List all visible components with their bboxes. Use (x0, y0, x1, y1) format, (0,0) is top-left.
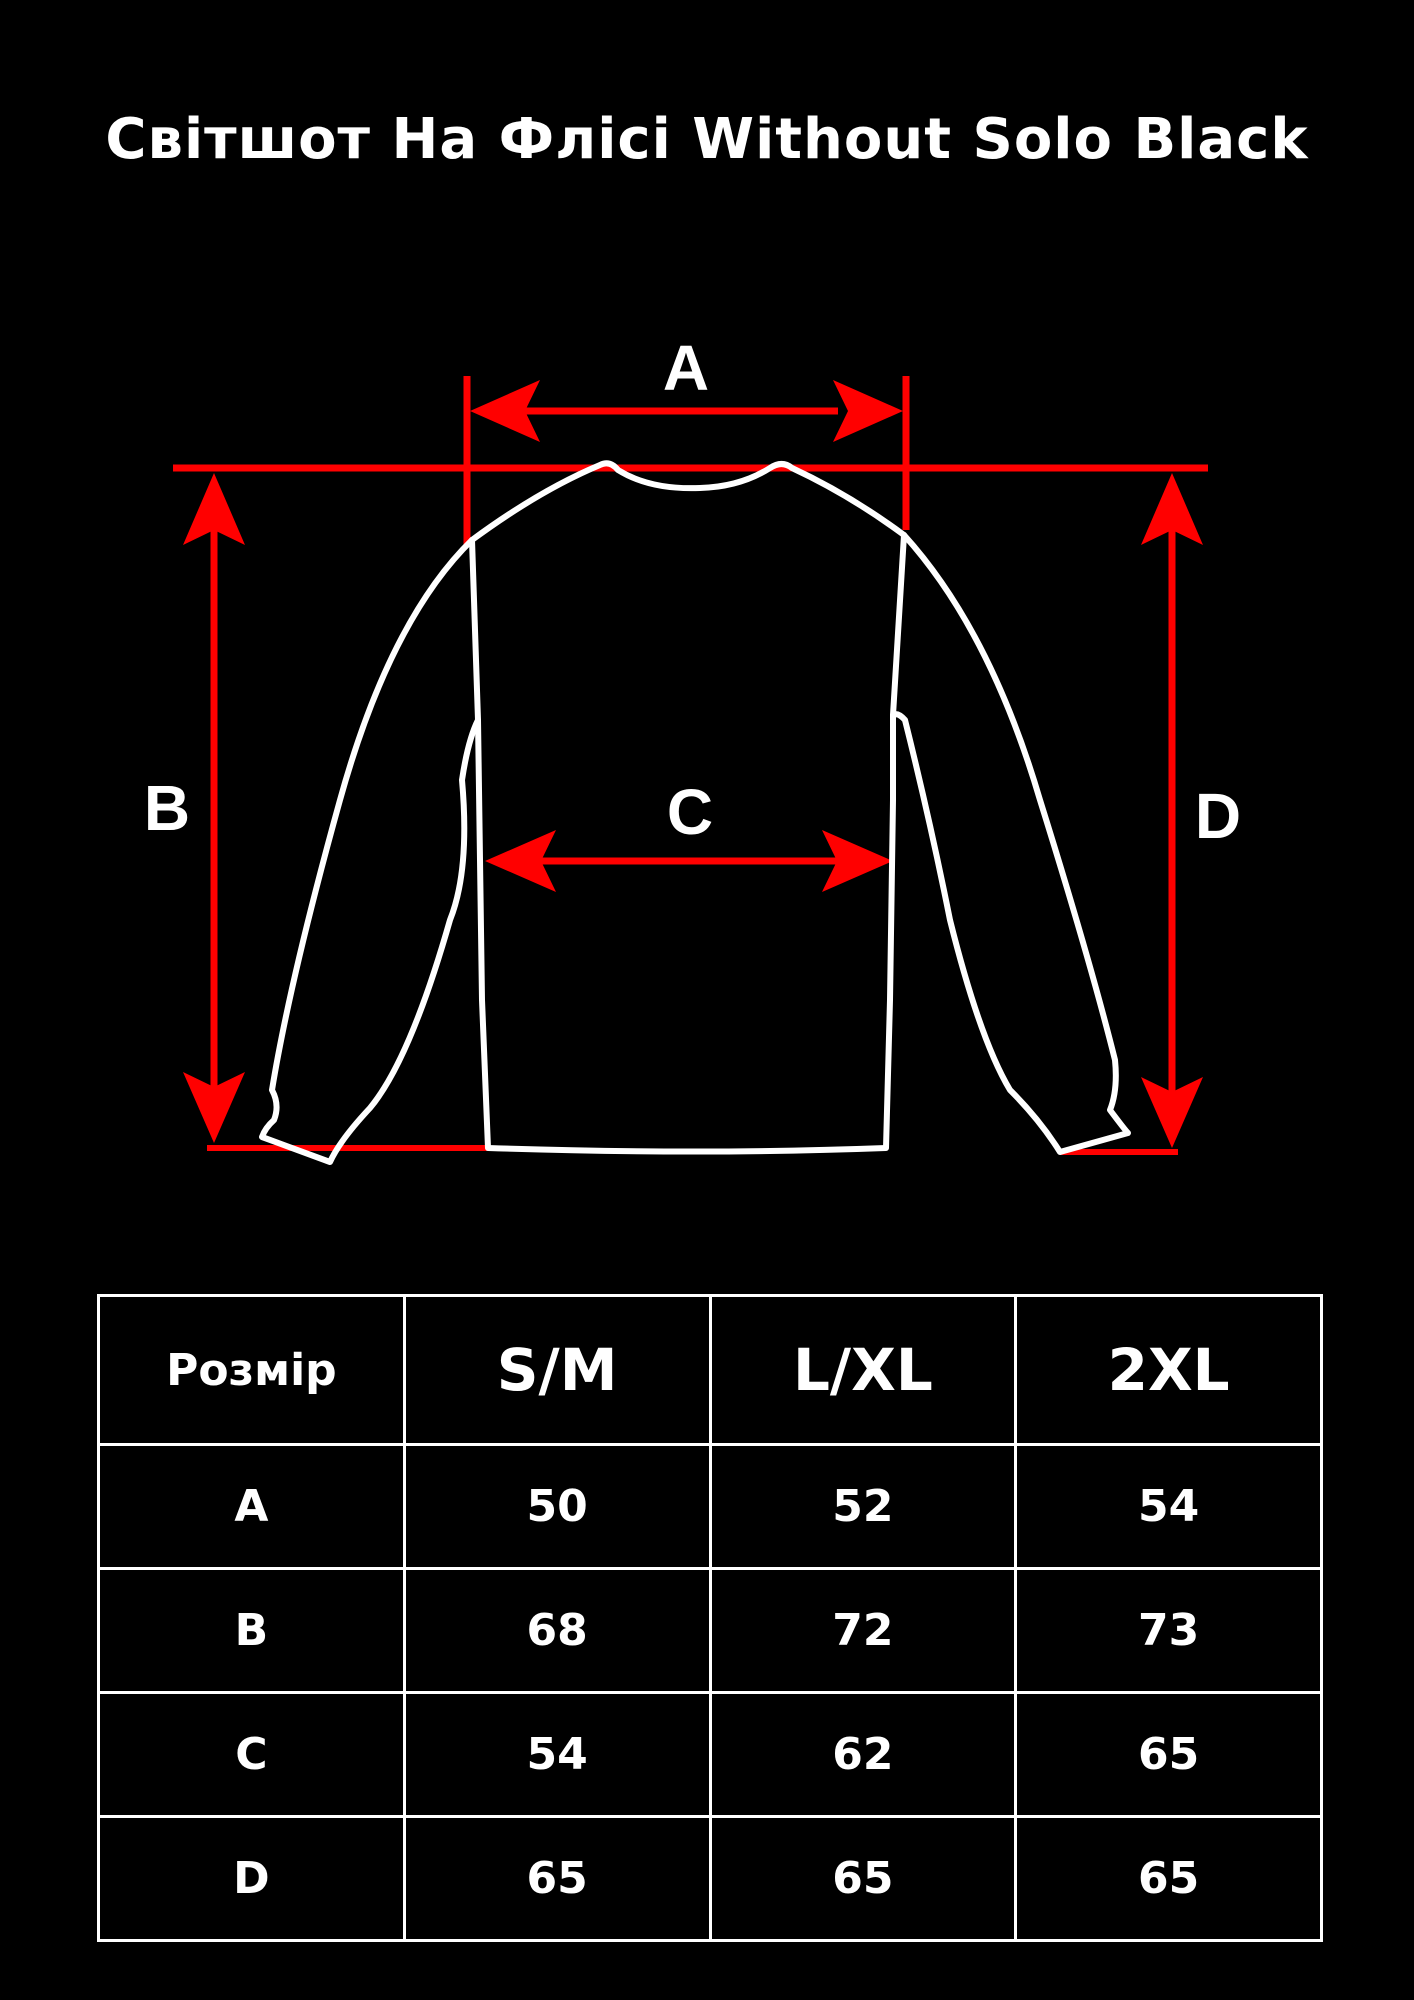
label-b: B (144, 772, 190, 844)
header-s-m: S/M (402, 1294, 712, 1446)
table-cell: 65 (708, 1815, 1018, 1942)
page-title: Світшот На Флісі Without Solo Black (105, 107, 1309, 172)
measurement-diagram: A B C D (144, 332, 1241, 1165)
table-cell: 52 (708, 1443, 1018, 1570)
size-table: Розмір S/M L/XL 2XL A 50 52 54 B 68 72 7… (97, 1294, 1323, 1942)
sweatshirt-outline (259, 460, 1131, 1165)
table-cell: 62 (708, 1691, 1018, 1818)
table-cell: 65 (1014, 1691, 1323, 1818)
table-cell: 54 (1014, 1443, 1323, 1570)
label-a: A (663, 332, 709, 404)
dimension-c-arrow (485, 830, 893, 892)
dimension-d-arrow (1141, 473, 1203, 1148)
table-cell: 73 (1014, 1567, 1323, 1694)
table-header-row: Розмір S/M L/XL 2XL (97, 1294, 1323, 1446)
label-c: C (667, 776, 713, 848)
header-l-xl: L/XL (708, 1294, 1018, 1446)
table-cell: 65 (1014, 1815, 1323, 1942)
table-cell: 54 (402, 1691, 712, 1818)
header-2xl: 2XL (1014, 1294, 1323, 1446)
dimension-a-arrow (470, 380, 903, 442)
table-row: A 50 52 54 (97, 1443, 1323, 1570)
row-label: C (97, 1691, 406, 1818)
table-row: C 54 62 65 (97, 1691, 1323, 1818)
row-label: A (97, 1443, 406, 1570)
row-label: B (97, 1567, 406, 1694)
table-row: D 65 65 65 (97, 1815, 1323, 1942)
row-label: D (97, 1815, 406, 1942)
dimension-b-arrow (183, 473, 245, 1143)
table-row: B 68 72 73 (97, 1567, 1323, 1694)
table-cell: 50 (402, 1443, 712, 1570)
table-cell: 72 (708, 1567, 1018, 1694)
table-cell: 65 (402, 1815, 712, 1942)
label-d: D (1195, 780, 1241, 852)
table-cell: 68 (402, 1567, 712, 1694)
header-size: Розмір (97, 1294, 406, 1446)
